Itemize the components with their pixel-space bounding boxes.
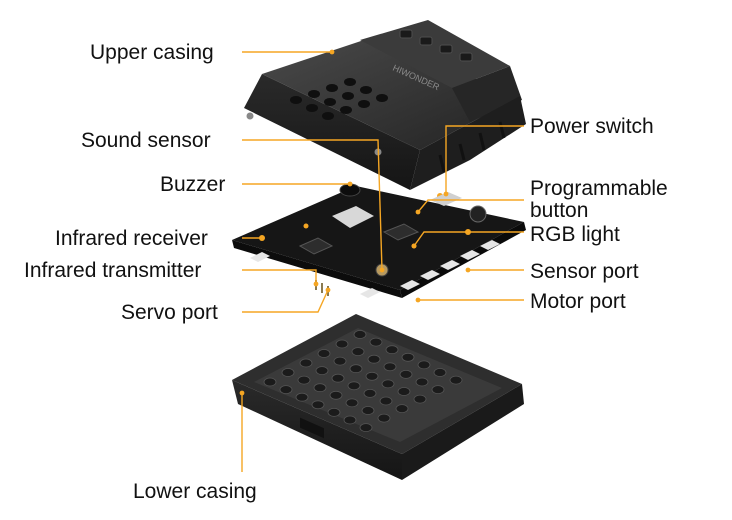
label-sensor-port: Sensor port xyxy=(530,260,639,283)
label-motor-port: Motor port xyxy=(530,290,626,313)
casing-boss xyxy=(367,354,381,364)
casing-boss xyxy=(295,392,309,402)
label-infrared-receiver: Infrared receiver xyxy=(55,227,208,250)
casing-boss xyxy=(365,371,379,381)
casing-boss xyxy=(349,364,363,374)
casing-boss xyxy=(279,385,293,395)
casing-boss xyxy=(381,379,395,389)
casing-boss xyxy=(331,373,345,383)
casing-boss xyxy=(317,349,331,358)
casing-boss xyxy=(335,339,349,349)
casing-boss xyxy=(359,423,373,433)
casing-boss xyxy=(281,368,295,377)
label-upper-casing: Upper casing xyxy=(90,41,214,64)
casing-boss xyxy=(351,347,365,357)
casing-boss xyxy=(347,381,361,391)
casing-boss xyxy=(401,352,415,362)
casing-boss xyxy=(431,385,445,395)
label-infrared-transmitter: Infrared transmitter xyxy=(24,259,202,282)
casing-boss xyxy=(449,375,463,385)
casing-boss xyxy=(369,337,383,347)
casing-boss xyxy=(345,398,359,408)
casing-boss xyxy=(413,394,427,404)
casing-boss xyxy=(417,360,431,370)
casing-boss xyxy=(397,387,411,396)
pcb-board xyxy=(232,183,526,298)
label-power-switch: Power switch xyxy=(530,115,654,138)
casing-boss xyxy=(379,396,393,406)
casing-boss xyxy=(363,388,377,398)
label-lower-casing: Lower casing xyxy=(133,480,257,503)
casing-boss xyxy=(315,366,329,376)
lower-casing-part xyxy=(232,314,524,480)
casing-boss xyxy=(313,383,327,393)
casing-boss xyxy=(383,362,397,372)
casing-boss xyxy=(297,375,311,385)
casing-boss xyxy=(327,407,341,417)
leader-endpoints xyxy=(239,49,471,396)
casing-boss xyxy=(395,404,409,414)
upper-casing-part: HIWONDER xyxy=(244,20,526,190)
casing-boss xyxy=(311,400,325,410)
casing-boss xyxy=(433,368,447,377)
label-programmable-button-line1: Programmable xyxy=(530,177,668,200)
casing-boss xyxy=(385,345,399,355)
casing-boss xyxy=(343,415,357,425)
casing-boss xyxy=(333,356,347,366)
casing-boss xyxy=(399,369,413,379)
casing-boss xyxy=(415,377,429,387)
label-servo-port: Servo port xyxy=(121,301,218,324)
casing-boss xyxy=(263,377,277,387)
casing-boss xyxy=(353,330,367,339)
label-programmable-button-line2: button xyxy=(530,199,589,222)
label-rgb-light: RGB light xyxy=(530,223,620,246)
casing-boss xyxy=(361,406,375,415)
label-sound-sensor: Sound sensor xyxy=(81,129,211,152)
leader-lines xyxy=(241,51,524,472)
casing-boss xyxy=(329,390,343,400)
label-buzzer: Buzzer xyxy=(160,173,226,196)
casing-boss xyxy=(377,413,391,423)
casing-boss xyxy=(299,358,313,368)
